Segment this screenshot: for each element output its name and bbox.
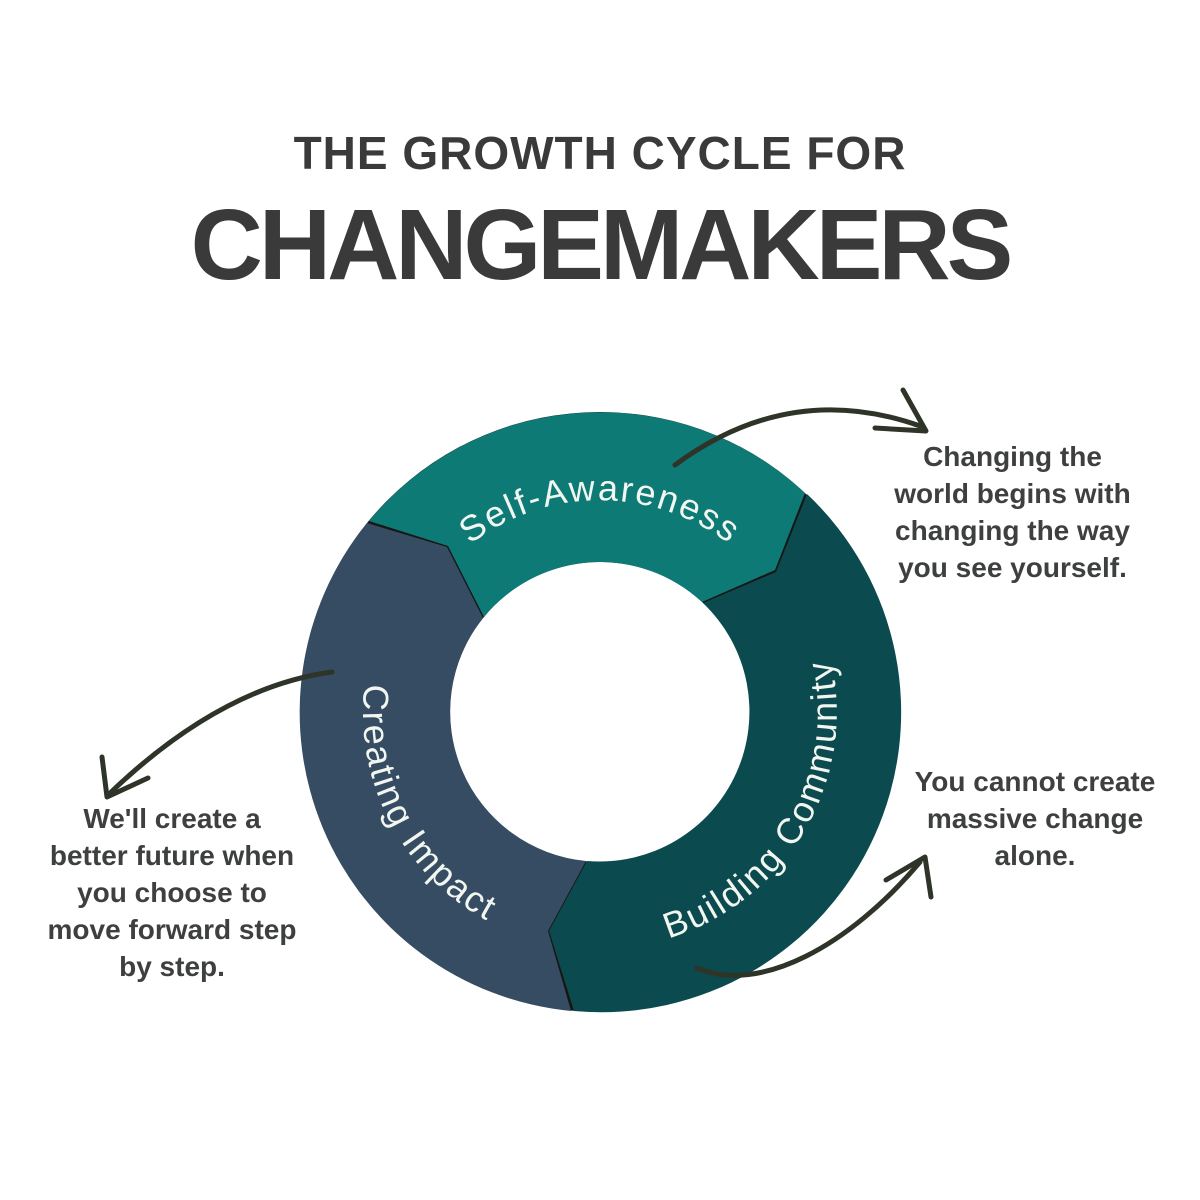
annotation-self-awareness: Changing the world begins with changing … bbox=[894, 441, 1131, 583]
arrow-top-right bbox=[672, 407, 923, 468]
segment-building-community bbox=[549, 494, 902, 1013]
page-title: CHANGEMAKERS bbox=[190, 189, 1014, 301]
arrow-top-right-head bbox=[872, 387, 929, 434]
arrow-left-head bbox=[99, 754, 151, 800]
annotation-building-community: You cannot create massive change alone. bbox=[914, 766, 1156, 871]
segment-creating-impact bbox=[299, 523, 586, 1011]
arrow-bottom-right-head bbox=[883, 854, 934, 900]
arrow-left bbox=[105, 669, 335, 798]
segment-self-awareness bbox=[369, 412, 805, 617]
annotation-creating-impact: We'll create a better future when you ch… bbox=[47, 803, 297, 982]
annotation-arrows bbox=[99, 387, 934, 978]
arrow-bottom-right bbox=[694, 859, 923, 978]
title-kicker: THE GROWTH CYCLE FOR bbox=[293, 127, 907, 179]
